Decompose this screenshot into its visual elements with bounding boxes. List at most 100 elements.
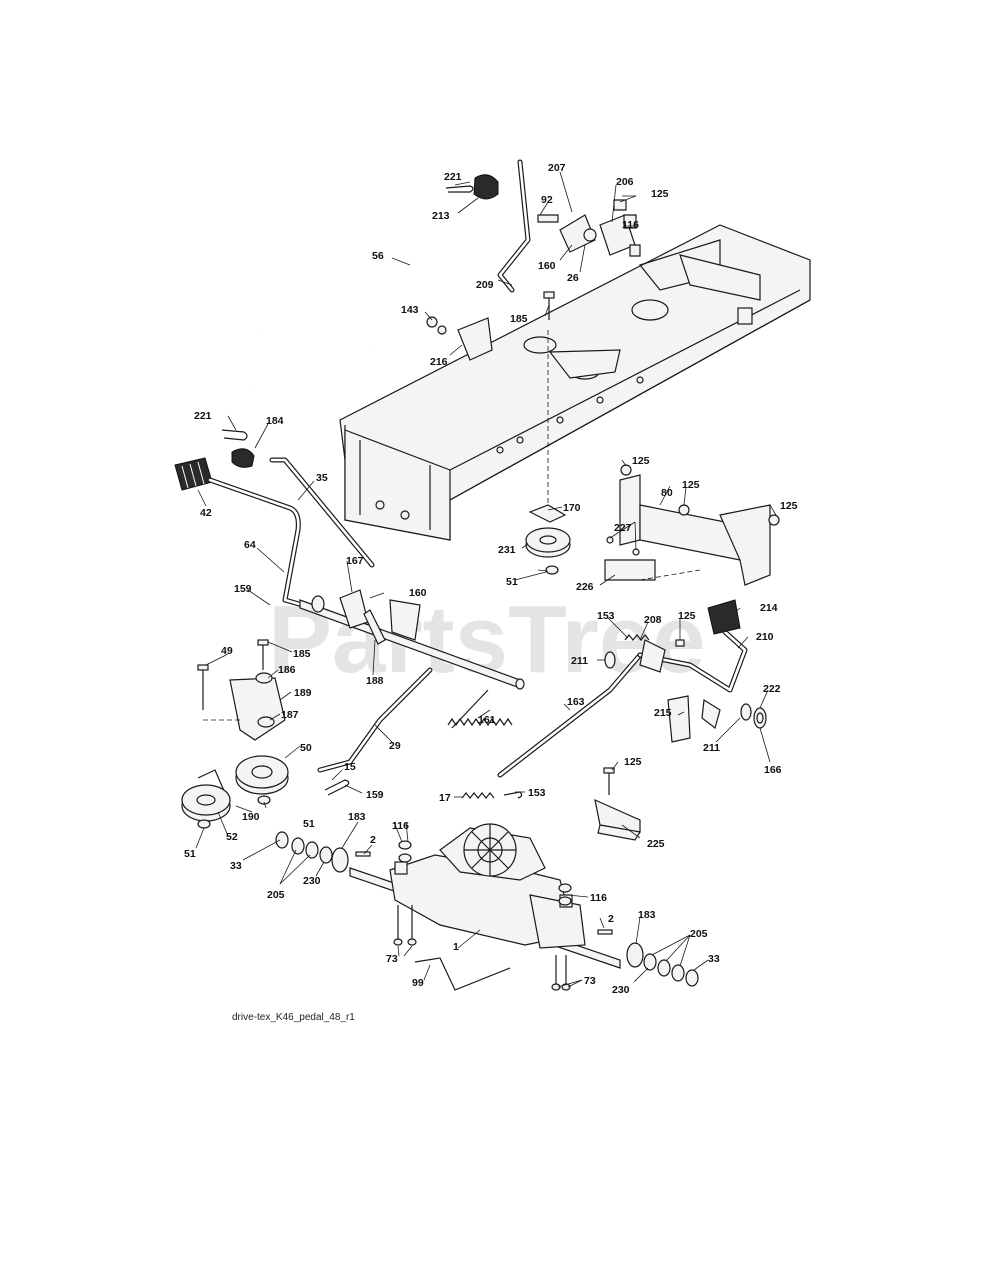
callout-213: 213 (432, 210, 450, 222)
callout-51-right: 51 (506, 576, 518, 588)
callout-166: 166 (764, 764, 782, 776)
callout-227: 227 (614, 522, 632, 534)
diagram-caption: drive-tex_K46_pedal_48_r1 (232, 1012, 355, 1023)
pedal-rod-163 (497, 652, 643, 778)
callout-80: 80 (661, 487, 673, 499)
callout-33-left: 33 (230, 860, 242, 872)
shift-bracket (537, 199, 641, 257)
callout-42: 42 (200, 507, 212, 519)
callout-116-top: 116 (622, 219, 639, 231)
callout-190: 190 (242, 811, 260, 823)
callout-56: 56 (372, 250, 384, 262)
callout-125-lower: 125 (624, 756, 642, 768)
callout-221-mid: 221 (194, 410, 212, 422)
callout-92: 92 (541, 194, 553, 206)
leader-lines (195, 171, 777, 988)
callout-159-mid: 159 (234, 583, 252, 595)
shift-lever (497, 159, 531, 293)
callout-167: 167 (346, 555, 364, 567)
right-axle-hardware (597, 929, 699, 987)
callout-225: 225 (647, 838, 665, 850)
callout-2-right: 2 (608, 913, 614, 925)
callout-207: 207 (548, 162, 566, 174)
callout-185-mid: 185 (293, 648, 311, 660)
callout-73-left: 73 (386, 953, 398, 965)
callout-159-lower: 159 (366, 789, 384, 801)
callout-51-left: 51 (184, 848, 196, 860)
callout-211-left: 211 (571, 655, 588, 667)
link-15 (324, 779, 350, 796)
bypass-rod-99 (414, 957, 511, 991)
callout-183-left: 183 (348, 811, 366, 823)
callout-116-right: 116 (590, 892, 607, 904)
callout-64: 64 (244, 539, 256, 551)
spring-17 (461, 791, 523, 799)
callout-230-left: 230 (303, 875, 321, 887)
callout-187: 187 (281, 709, 299, 721)
callout-209: 209 (476, 279, 494, 291)
callout-2-left: 2 (370, 834, 376, 846)
callout-160-top: 160 (538, 260, 556, 272)
callout-125-bracket: 125 (632, 455, 650, 467)
callout-230-right: 230 (612, 984, 630, 996)
pedal-pad-215 (667, 695, 721, 743)
callout-15: 15 (344, 761, 356, 773)
callout-170: 170 (563, 502, 581, 514)
callout-labels: 221 213 207 92 206 125 116 160 26 209 56… (184, 162, 798, 996)
callout-160-mid: 160 (409, 587, 427, 599)
callout-52: 52 (226, 831, 238, 843)
callout-125-right: 125 (780, 500, 798, 512)
left-axle-hardware (275, 831, 371, 873)
callout-99: 99 (412, 977, 424, 989)
idler-bracket-189 (197, 639, 286, 741)
idler-pulley-231 (525, 330, 571, 575)
callout-206: 206 (616, 176, 634, 188)
callout-73-right: 73 (584, 975, 596, 987)
callout-35: 35 (316, 472, 328, 484)
callout-153-lower: 153 (528, 787, 546, 799)
callout-216: 216 (430, 356, 448, 368)
callout-226: 226 (576, 581, 594, 593)
callout-188: 188 (366, 675, 384, 687)
callout-231: 231 (498, 544, 516, 556)
bolts-73 (393, 905, 571, 991)
callout-161: 161 (478, 714, 496, 726)
transaxle (349, 823, 621, 969)
callout-26: 26 (567, 272, 579, 284)
callout-184: 184 (266, 415, 284, 427)
callout-143: 143 (401, 304, 419, 316)
pulley-50 (235, 755, 289, 805)
lift-arm-167 (339, 589, 421, 645)
callout-125-bracket2: 125 (682, 479, 700, 491)
callout-185-top: 185 (510, 313, 528, 325)
callout-116-left: 116 (392, 820, 409, 832)
callout-49: 49 (221, 645, 233, 657)
callout-222: 222 (763, 683, 781, 695)
callout-210: 210 (756, 631, 774, 643)
callout-153-top: 153 (597, 610, 615, 622)
pedal-pad-214 (707, 599, 741, 635)
drive-belt (249, 234, 463, 393)
callout-29: 29 (389, 740, 401, 752)
callout-189: 189 (294, 687, 312, 699)
callout-163: 163 (567, 696, 585, 708)
pulley-52 (181, 769, 231, 829)
callout-211-right: 211 (703, 742, 720, 754)
cable-35 (269, 457, 375, 568)
rod-29 (317, 667, 433, 773)
shift-knob (473, 174, 499, 200)
pedal-arm-210 (637, 629, 748, 693)
callout-17: 17 (439, 792, 451, 804)
callout-208: 208 (644, 614, 662, 626)
callout-125-top: 125 (651, 188, 669, 200)
callout-50: 50 (300, 742, 312, 754)
spring-161 (447, 689, 513, 729)
handle-grip (174, 457, 213, 491)
callout-186: 186 (278, 664, 296, 676)
lift-lever-rod (207, 477, 323, 613)
callout-215: 215 (654, 707, 672, 719)
callout-205-left: 205 (267, 889, 285, 901)
callout-183-right: 183 (638, 909, 656, 921)
callout-214: 214 (760, 602, 778, 614)
